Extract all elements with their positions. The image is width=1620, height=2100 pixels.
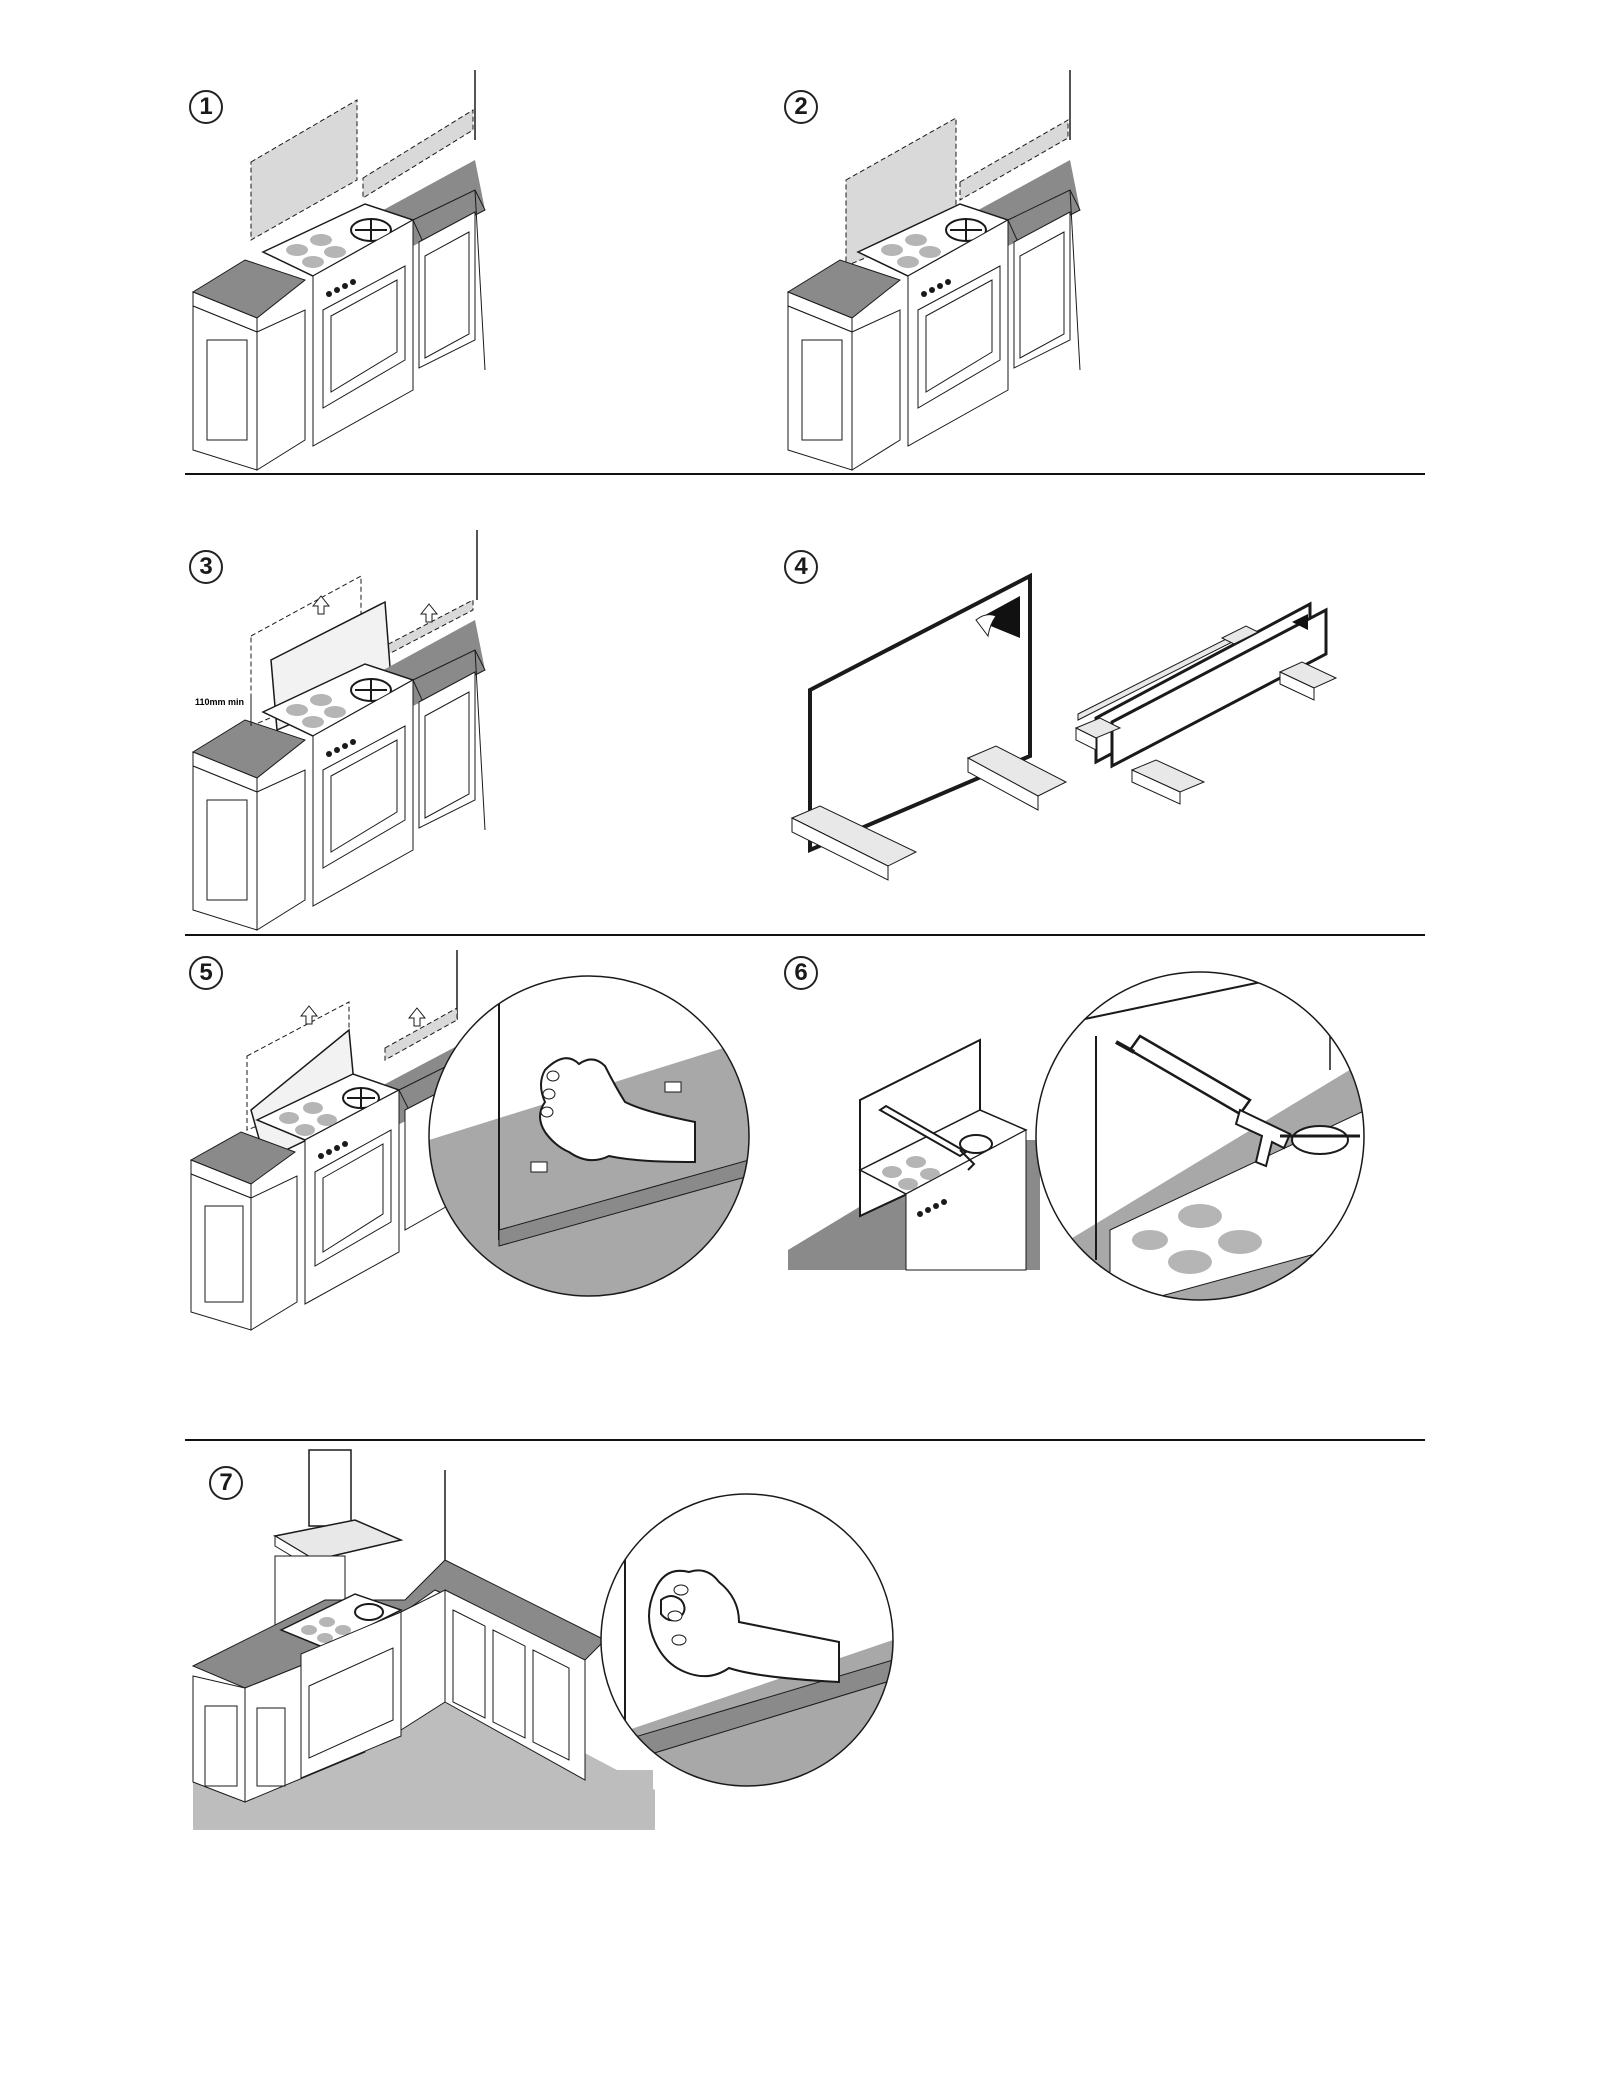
dimension-label: 110mm min [195,697,244,707]
caulking-gun-illustration [780,940,1400,1340]
kitchen-cabinet-illustration [185,70,525,470]
up-arrow-icon [421,604,437,622]
step-2-panel: 2 [780,70,1120,470]
kitchen-cabinet-illustration: 110mm min [185,530,525,930]
step-7-panel: 7 [185,1440,905,1860]
hand-illustration [185,1440,905,1860]
step-6-panel: 6 [780,940,1400,1340]
divider-row-2 [185,934,1425,936]
up-arrow-icon [313,596,329,614]
kitchen-cabinet-illustration [780,70,1120,470]
hand-illustration [185,940,775,1340]
divider-row-1 [185,473,1425,475]
step-5-panel: 5 [185,940,775,1340]
step-4-panel: 4 [780,530,1380,930]
splashback-panel-illustration [780,530,1380,930]
step-3-panel: 3 [185,530,525,930]
step-1-panel: 1 [185,70,525,470]
